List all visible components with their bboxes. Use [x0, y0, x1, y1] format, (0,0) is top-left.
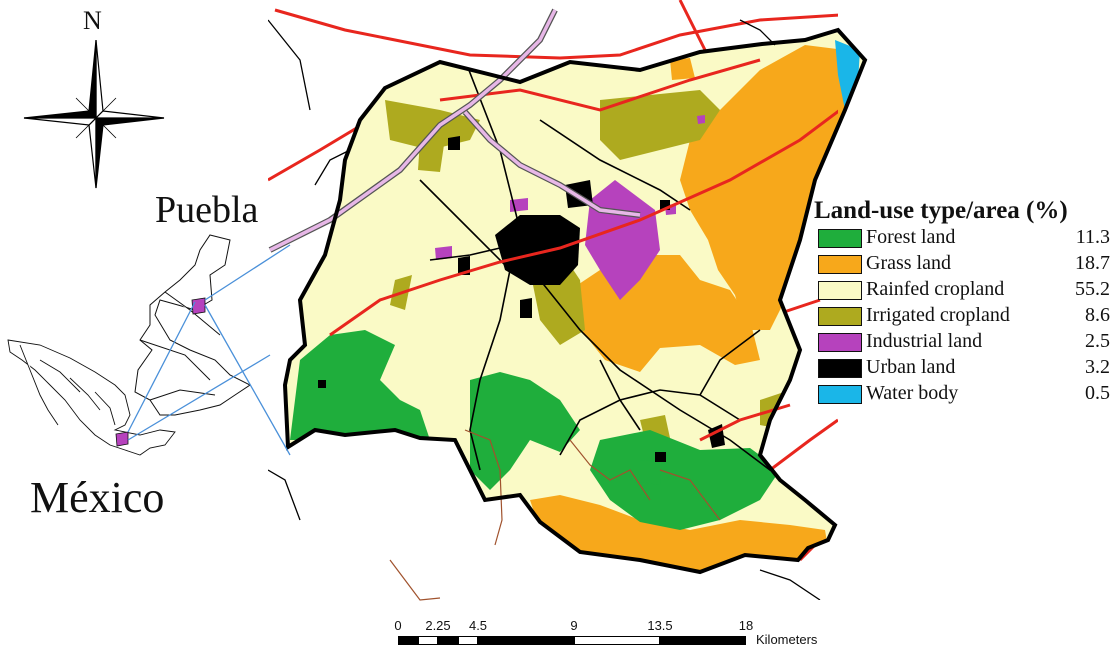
scale-segment [458, 636, 478, 645]
local-road-network [419, 59, 821, 491]
legend-value: 55.2 [1075, 278, 1110, 300]
mexico-country-inset [7, 339, 176, 456]
study-area-marker-puebla [191, 297, 206, 315]
compass-rose-icon [23, 39, 165, 189]
legend-item: Urban land 3.2 [814, 356, 1114, 381]
legend-value: 0.5 [1085, 382, 1110, 404]
scale-tick-label: 18 [738, 618, 754, 633]
legend-label: Irrigated cropland [866, 304, 1010, 326]
urban-land-northwest [448, 136, 460, 150]
scale-segment [660, 636, 746, 645]
grass-land-zone-east [680, 45, 860, 330]
urban-land-swatch [818, 359, 862, 378]
outer-roads [268, 19, 821, 600]
grass-land-swatch [818, 255, 862, 274]
industrial-land-patch-southwest [435, 246, 452, 260]
urban-land-west [458, 256, 470, 275]
highway [268, 8, 641, 253]
scale-tick-label: 9 [570, 618, 578, 633]
irrigated-cropland-swatch [818, 307, 862, 326]
irrigated-cropland-northeast [600, 90, 720, 160]
legend-item: Rainfed cropland 55.2 [814, 278, 1114, 303]
scale-tick-label: 2.25 [425, 618, 451, 633]
scale-segment [478, 636, 574, 645]
industrial-land-swatch [818, 333, 862, 352]
scale-segment [398, 636, 418, 645]
inset-link-lines [127, 244, 291, 456]
scale-bar-segments [398, 636, 746, 645]
legend-item: Grass land 18.7 [814, 252, 1114, 277]
legend-value: 11.3 [1075, 226, 1110, 248]
legend-value: 8.6 [1085, 304, 1110, 326]
legend-label: Rainfed cropland [866, 278, 1005, 300]
industrial-land-patch-north [697, 115, 705, 124]
puebla-label: Puebla [155, 189, 259, 231]
scale-segment [418, 636, 438, 645]
forest-land-south [590, 430, 780, 530]
municipality-outline [282, 27, 868, 575]
north-label: N [83, 6, 102, 35]
rainfed-cropland-swatch [818, 281, 862, 300]
scale-tick-label: 13.5 [647, 618, 673, 633]
scale-segment [574, 636, 660, 645]
puebla-state-inset [134, 234, 251, 416]
legend-label: Urban land [866, 356, 956, 378]
legend-value: 2.5 [1085, 330, 1110, 352]
legend-label: Grass land [866, 252, 951, 274]
grass-land-patch-north [670, 58, 695, 80]
water-body-swatch [818, 385, 862, 404]
legend-label: Water body [866, 382, 959, 404]
scale-bar: 0 2.25 4.5 9 13.5 18 Kilometers [394, 618, 818, 647]
urban-land-edge-west [318, 380, 326, 388]
forest-land-southwest [290, 330, 430, 445]
forest-land-swatch [818, 229, 862, 248]
study-area-marker-mexico [115, 431, 129, 447]
legend-value: 3.2 [1085, 356, 1110, 378]
urban-land-city-center [495, 215, 580, 285]
map-legend: Land-use type/area (%) Forest land 11.3 … [814, 197, 1114, 407]
mexico-label: México [30, 473, 165, 522]
urban-land-south [520, 298, 532, 318]
scale-tick-label: 4.5 [468, 618, 488, 633]
scale-tick-label: 0 [394, 618, 402, 633]
legend-title: Land-use type/area (%) [814, 197, 1068, 224]
legend-label: Industrial land [866, 330, 983, 352]
water-body-northeast [835, 40, 860, 110]
legend-item: Water body 0.5 [814, 382, 1114, 407]
legend-label: Forest land [866, 226, 956, 248]
legend-value: 18.7 [1075, 252, 1110, 274]
urban-land-south-small [655, 452, 666, 462]
legend-item: Industrial land 2.5 [814, 330, 1114, 355]
scale-segment [438, 636, 458, 645]
stream-network [389, 429, 721, 601]
scale-units-label: Kilometers [756, 632, 818, 647]
forest-land-patch [640, 460, 662, 485]
forest-land-central-south [470, 372, 580, 490]
legend-item: Irrigated cropland 8.6 [814, 304, 1114, 329]
legend-item: Forest land 11.3 [814, 226, 1114, 251]
